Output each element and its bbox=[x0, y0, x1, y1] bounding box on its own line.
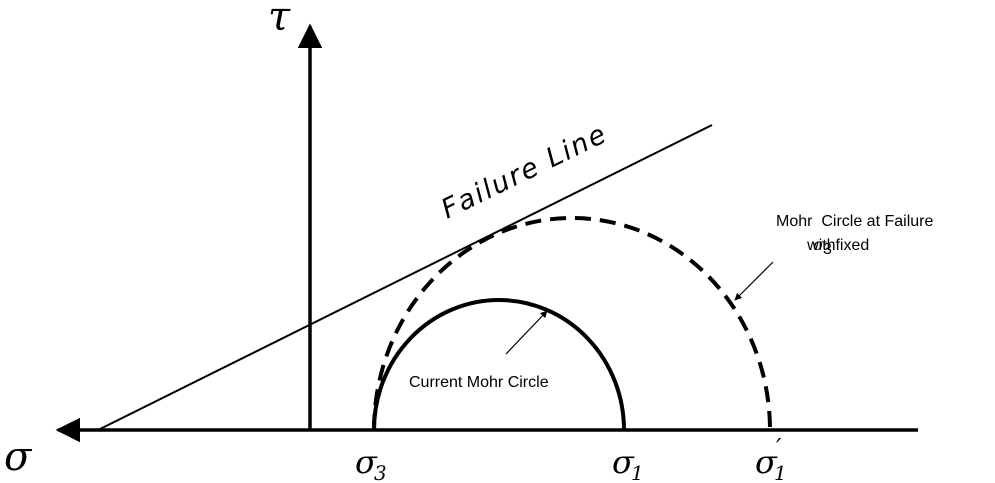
sigma-axis-label: σ bbox=[4, 434, 33, 480]
sigma1-prime-label: σ 1 ′ bbox=[755, 434, 787, 483]
current-circle-annotation: Current Mohr Circle bbox=[409, 374, 549, 391]
failure-circle-pointer bbox=[734, 261, 774, 301]
svg-text:σ: σ bbox=[612, 443, 635, 481]
failure-circle-annotation-line1: Mohr Circle at Failure bbox=[776, 213, 933, 230]
svg-text:′: ′ bbox=[776, 434, 782, 462]
failure-mohr-circle bbox=[372, 216, 772, 431]
sigma3-label: σ 3 bbox=[355, 443, 387, 483]
tau-axis-label: τ bbox=[268, 0, 291, 40]
current-circle-pointer bbox=[505, 310, 548, 355]
failure-line bbox=[97, 124, 713, 431]
svg-text:with: with bbox=[776, 237, 862, 254]
current-mohr-circle bbox=[372, 298, 626, 431]
sigma1-label: σ 1 bbox=[612, 443, 644, 483]
failure-circle-annotation-line2: with σ 3 fixed bbox=[776, 235, 869, 258]
svg-text:σ: σ bbox=[755, 443, 778, 481]
svg-text:fixed: fixed bbox=[831, 237, 869, 254]
svg-text:3: 3 bbox=[374, 461, 387, 483]
svg-text:1: 1 bbox=[631, 461, 644, 483]
svg-text:1: 1 bbox=[774, 461, 787, 483]
failure-line-label: Failure Line bbox=[436, 118, 612, 225]
svg-text:σ: σ bbox=[813, 235, 825, 254]
svg-text:σ: σ bbox=[355, 443, 378, 481]
svg-text:3: 3 bbox=[823, 241, 832, 258]
